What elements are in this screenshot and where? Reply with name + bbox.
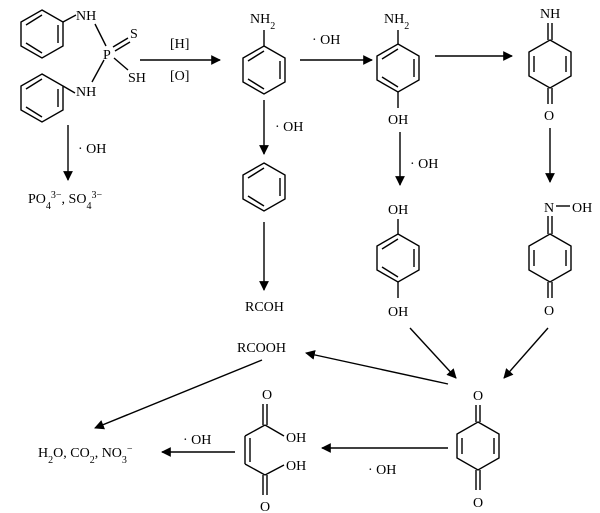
aminophenol-oh-label: OH	[388, 113, 408, 128]
aminophenol-structure: NH2 OH	[376, 12, 420, 128]
aniline-nh2-label: NH2	[250, 12, 275, 32]
nh-top-label: NH	[76, 9, 96, 24]
quinone-imine-ring	[528, 39, 572, 89]
maleic-oxo-top: O	[262, 388, 272, 403]
aminophenol-ring	[376, 43, 420, 93]
aminophenol-nh2-label: NH2	[384, 12, 409, 32]
arrow-oxime-to-benzoquinone	[503, 327, 549, 379]
phosphate-sulfate-label: PO43−, SO43−	[28, 190, 102, 212]
aldehyde-label: RCOH	[245, 300, 284, 315]
hydroquinone-oh-bottom: OH	[388, 305, 408, 320]
maleic-oh-top: OH	[286, 431, 306, 446]
oxime-oh-label: OH	[572, 201, 592, 216]
oh-radical-label: · OH	[183, 433, 211, 448]
quinone-oxime-oxo-label: O	[544, 304, 554, 319]
phosphorus-label: P	[103, 48, 111, 63]
phenyl-ring-bottom	[20, 73, 64, 123]
aniline-structure: NH2	[242, 12, 286, 95]
imine-label: NH	[540, 7, 560, 22]
arrow-benzoquinone-to-rcooh	[305, 350, 449, 385]
maleic-acid-structure: O OH OH O	[244, 388, 306, 513]
benzoquinone-structure: O O	[456, 389, 500, 511]
dithiophosphate-structure: NH P S SH NH	[20, 9, 146, 123]
benzoquinone-oxo-bottom: O	[473, 496, 483, 511]
acid-label: RCOOH	[237, 341, 286, 356]
maleic-oh-bottom: OH	[286, 459, 306, 474]
quinone-imine-structure: NH O	[528, 7, 572, 124]
oh-radical-label: · OH	[78, 142, 106, 157]
quinone-oxime-structure: N OH O	[528, 201, 592, 319]
oh-radical-label: · OH	[410, 157, 438, 172]
oh-radical-label: · OH	[312, 33, 340, 48]
quinone-oxime-ring	[528, 233, 572, 283]
benzoquinone-ring	[456, 421, 500, 471]
benzene-ring	[242, 162, 286, 212]
oh-radical-label: · OH	[368, 463, 396, 478]
phenyl-ring-top	[20, 9, 64, 59]
hydroquinone-oh-top: OH	[388, 203, 408, 218]
maleic-oxo-bottom: O	[260, 500, 270, 513]
hydroquinone-ring	[376, 233, 420, 283]
arrow-hydroquinone-to-benzoquinone	[409, 327, 457, 379]
arrow-rcooh-to-products	[94, 359, 263, 430]
benzoquinone-oxo-top: O	[473, 389, 483, 404]
sulfur-label: S	[130, 27, 138, 42]
thiol-label: SH	[128, 71, 146, 86]
nh-bottom-label: NH	[76, 85, 96, 100]
oxime-n-label: N	[544, 201, 554, 216]
aniline-ring	[242, 45, 286, 95]
hydroquinone-structure: OH OH	[376, 203, 420, 320]
oh-radical-label: · OH	[275, 120, 303, 135]
final-products-label: H2O, CO2, NO3−	[38, 444, 133, 466]
oxidation-label: [O]	[170, 69, 189, 84]
quinone-imine-oxo-label: O	[544, 109, 554, 124]
hydrogenation-label: [H]	[170, 37, 189, 52]
